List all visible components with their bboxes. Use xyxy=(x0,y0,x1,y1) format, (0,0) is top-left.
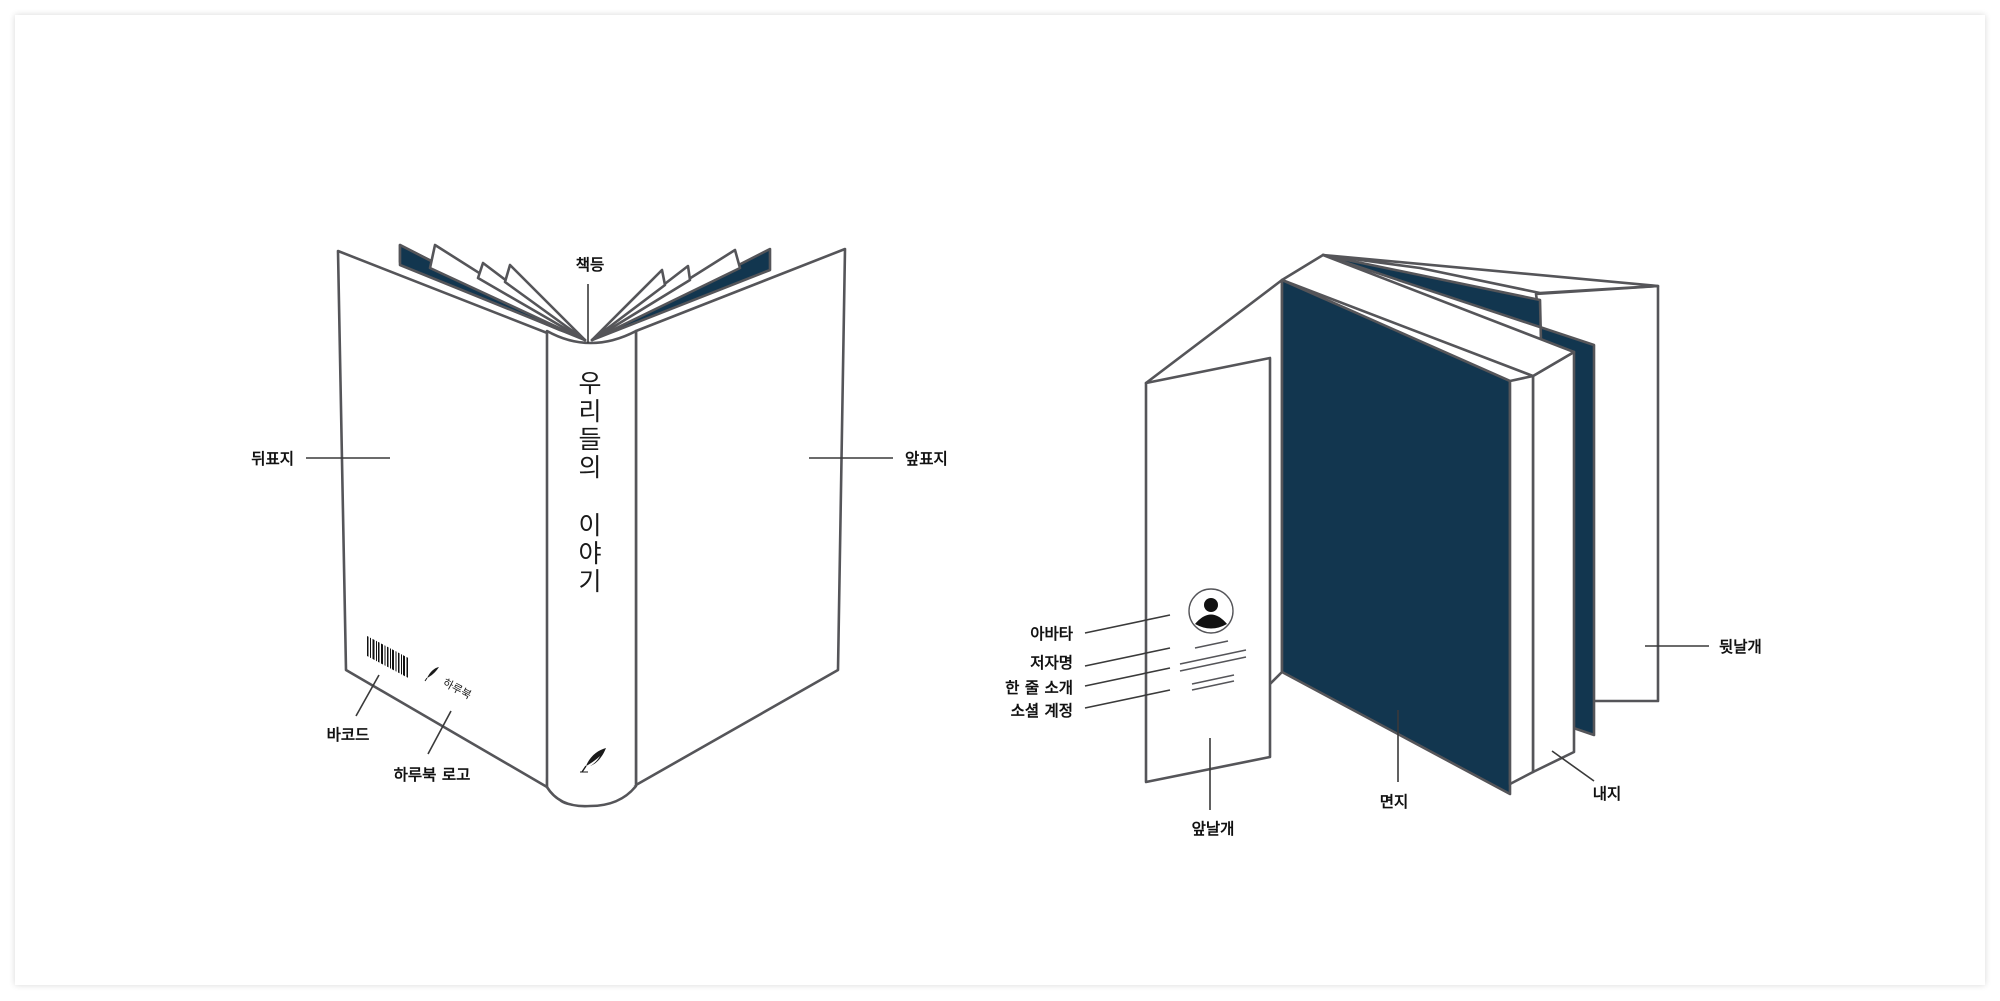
spine-title-char: 야 xyxy=(578,539,601,568)
label-inner-pages: 내지 xyxy=(1593,785,1622,803)
label-spine: 책등 xyxy=(576,256,605,274)
author-name-line xyxy=(1194,640,1229,649)
inner-pages-side xyxy=(1531,350,1576,774)
spine-title-char: 리 xyxy=(578,397,601,426)
social-line xyxy=(1191,674,1235,685)
label-back-flap: 뒷날개 xyxy=(1719,637,1762,656)
label-author-name: 저자명 xyxy=(1030,654,1073,672)
intro-line xyxy=(1179,649,1247,665)
back-cover xyxy=(336,249,562,789)
label-front-cover: 앞표지 xyxy=(905,449,948,468)
social-line xyxy=(1191,680,1235,691)
label-avatar: 아바타 xyxy=(1030,625,1074,643)
label-logo: 하루북 로고 xyxy=(394,766,471,784)
front-flap xyxy=(1144,356,1272,784)
spine-title-char: 기 xyxy=(578,567,601,596)
spine-title-char: 들 xyxy=(578,425,601,454)
right-page-3 xyxy=(590,268,667,342)
spine-title-char: 이 xyxy=(578,511,601,540)
back-cover-top xyxy=(1321,253,1660,295)
label-endpaper: 면지 xyxy=(1380,793,1409,811)
right-book: 아바타 저자명 한 줄 소개 소셜 계정 앞날개 면지 내지 뒷날개 xyxy=(1005,253,1762,838)
book-top xyxy=(1280,253,1576,378)
left-page-3 xyxy=(503,263,587,342)
spine-title: 우 리 들 의 이 야 기 xyxy=(578,369,601,596)
barcode-icon xyxy=(367,636,408,678)
label-back-cover: 뒤표지 xyxy=(251,449,294,468)
label-front-flap: 앞날개 xyxy=(1192,819,1235,838)
intro-line xyxy=(1179,656,1247,672)
spine-title-char: 우 xyxy=(578,369,601,398)
feather-icon xyxy=(424,667,439,682)
front-endpaper xyxy=(1280,278,1512,796)
spine-title-char: 의 xyxy=(578,453,601,482)
label-social-account: 소셜 계정 xyxy=(1011,701,1073,720)
label-barcode: 바코드 xyxy=(327,726,370,744)
front-cover xyxy=(634,247,847,787)
feather-icon xyxy=(580,748,606,773)
avatar-icon xyxy=(1188,588,1234,634)
inner-pages-front xyxy=(1508,374,1535,786)
label-one-line-intro: 한 줄 소개 xyxy=(1005,678,1073,697)
left-book: 우 리 들 의 이 야 기 xyxy=(251,243,948,808)
